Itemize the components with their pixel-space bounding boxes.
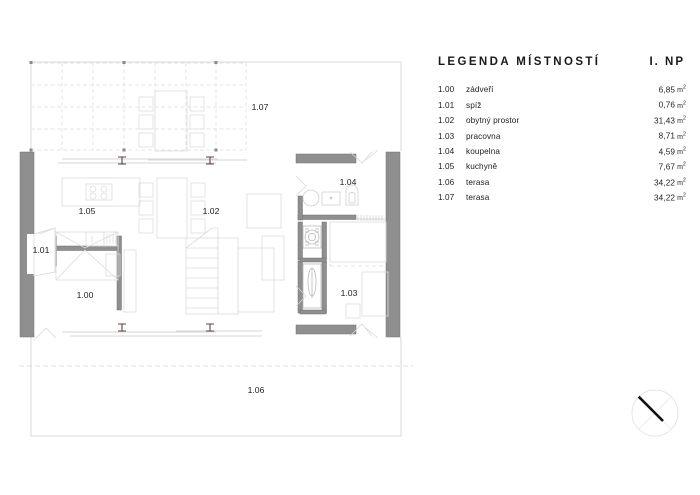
compass-circle [631,389,679,437]
legend-title-main: LEGENDA MÍSTNOSTÍ [438,56,601,68]
legend-room-name: obytný prostor [466,116,520,126]
legend-area-value: 34,22 [654,177,676,187]
terrace-upper-deck-grid [30,62,247,151]
legend-room-name: terasa [466,177,490,187]
room-label-106: 1.06 [248,385,265,395]
legend-area-unit: m2 [677,177,686,187]
legend-area-value: 0,76 [658,100,676,110]
legend-row: 1.05 kuchyně 7,67 m2 [438,159,686,174]
legend-room-area: 0,76 m2 [659,97,686,112]
bathroom-fixtures [302,184,359,207]
deck-post-markers [29,61,218,152]
room-label-101: 1.01 [33,245,50,255]
legend-room-code: 1.00 [438,85,455,95]
legend-room-code: 1.01 [438,100,455,110]
entry-furniture [55,231,137,313]
legend-room-area: 8,71 m2 [659,128,686,143]
north-arrow [625,383,685,443]
room-label-105: 1.05 [79,206,96,216]
legend-room-name: spíž [466,100,482,110]
glazing-hatch [357,215,383,221]
utility-fixtures [302,225,322,309]
legend-room-code: 1.04 [438,147,455,157]
compass-needle [637,395,664,422]
legend-room-area: 31,43 m2 [654,113,686,128]
legend-room-name: pracovna [466,131,501,141]
legend-room-name: koupelna [466,147,501,157]
legend-area-value: 6,85 [658,85,676,95]
legend-room-area: 7,67 m2 [659,159,686,174]
legend-room-code: 1.05 [438,162,455,172]
legend-area-value: 31,43 [654,116,676,126]
dining-table-indoor [138,177,206,239]
legend-room-code: 1.03 [438,131,455,141]
legend-room-code: 1.06 [438,177,455,187]
dimension-markers [118,156,214,332]
legend-room-area: 4,59 m2 [659,144,686,159]
legend-row: 1.06 terasa 34,22 m2 [438,175,686,190]
legend-room-code: 1.07 [438,193,455,203]
legend-title-level: I. NP [649,56,685,68]
legend-area-unit: m2 [677,192,686,203]
legend-area-value: 34,22 [654,193,676,203]
legend-area-unit: m2 [677,85,686,95]
legend-room-area: 6,85 m2 [659,82,686,97]
legend-row: 1.03 pracovna 8,71 m2 [438,128,686,143]
staircase [185,227,219,315]
legend-area-value: 4,59 [658,147,676,157]
study-furniture [329,221,389,319]
legend-room-name: zádveří [466,85,494,95]
legend-area-value: 7,67 [658,162,676,172]
room-label-100: 1.00 [77,290,94,300]
living-seating [217,193,285,315]
room-number-labels: 1.07 1.05 1.02 1.01 1.00 1.04 1.03 1.06 [33,102,358,395]
legend-area-unit: m2 [677,162,686,172]
legend-row: 1.01 spíž 0,76 m2 [438,97,686,112]
legend-area-unit: m2 [677,131,686,141]
legend-room-area: 34,22 m2 [654,190,686,205]
legend-area-unit: m2 [677,100,686,110]
legend-room-code: 1.02 [438,116,455,126]
legend-room-name: terasa [466,193,490,203]
legend-row-list: 1.00 zádveří 6,85 m2 1.01 spíž 0,76 m2 1.02 oby… [438,82,686,205]
legend-row: 1.04 koupelna 4,59 m2 [438,144,686,159]
interior-partitions [51,195,357,315]
room-label-107: 1.07 [252,102,269,112]
legend-room-area: 34,22 m2 [654,175,686,190]
legend-room-name: kuchyně [466,162,498,172]
legend-row: 1.00 zádveří 6,85 m2 [438,82,686,97]
floor-plan-drawing: 1.07 1.05 1.02 1.01 1.00 1.04 1.03 1.06 [19,61,413,437]
terrace-dining-set [138,90,205,152]
legend-area-unit: m2 [677,115,686,126]
room-legend: LEGENDA MÍSTNOSTÍ I. NP 1.00 zádveří 6,85 … [438,56,686,205]
pantry-door-leaf [27,227,56,277]
legend-title: LEGENDA MÍSTNOSTÍ I. NP [438,56,686,68]
legend-area-value: 8,71 [658,131,676,141]
room-label-104: 1.04 [340,177,357,187]
room-label-103: 1.03 [341,288,358,298]
legend-row: 1.02 obytný prostor 31,43 m2 [438,113,686,128]
legend-area-unit: m2 [677,146,686,157]
kitchen-furniture [61,177,141,207]
room-label-102: 1.02 [203,206,220,216]
legend-row: 1.07 terasa 34,22 m2 [438,190,686,205]
